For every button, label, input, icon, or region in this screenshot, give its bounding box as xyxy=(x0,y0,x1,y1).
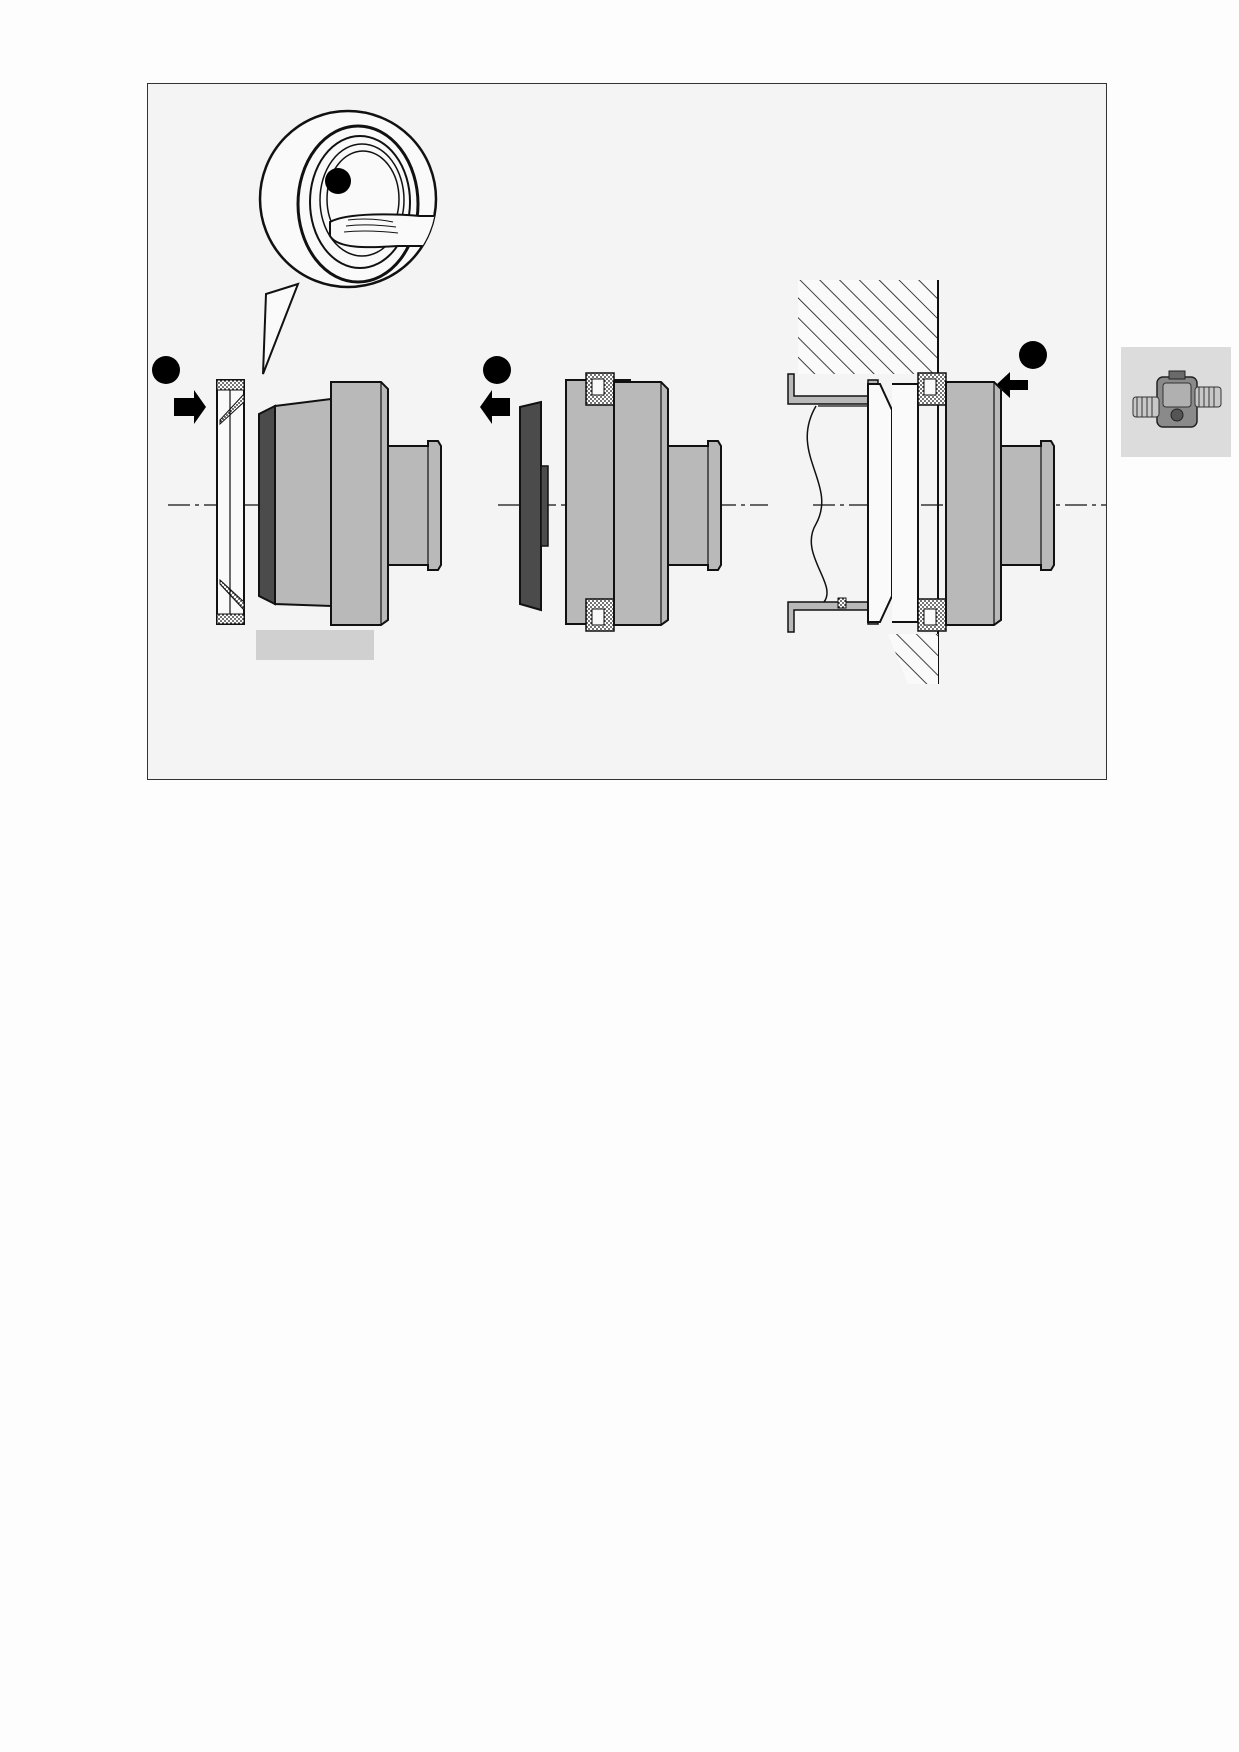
step1-bullet xyxy=(152,356,180,384)
zoom-callout-bullet xyxy=(325,168,351,194)
dark-ring xyxy=(258,404,276,606)
hub-shaft xyxy=(667,440,722,571)
seal-ring xyxy=(216,379,245,625)
hub-flange xyxy=(945,381,1002,626)
hub-flange xyxy=(330,381,389,626)
step1-assembly xyxy=(152,356,442,660)
zoom-callout xyxy=(258,109,438,375)
arrow-left-icon xyxy=(480,390,510,424)
step3-assembly xyxy=(787,280,1055,684)
step2-assembly xyxy=(480,356,722,632)
hub-shaft xyxy=(387,440,442,571)
sleeve xyxy=(867,383,893,623)
arrow-left-icon xyxy=(996,372,1028,398)
protective-cap xyxy=(519,400,542,612)
housing-bottom xyxy=(888,634,938,684)
hub-shaft xyxy=(1000,440,1055,571)
section-tab[interactable] xyxy=(1121,347,1231,457)
step2-bullet xyxy=(483,356,511,384)
housing-top xyxy=(798,280,938,374)
seal-installation-diagram xyxy=(147,83,1107,780)
hub-flange xyxy=(613,381,669,626)
label-placeholder xyxy=(256,630,374,660)
arrow-right-icon xyxy=(174,390,206,424)
boxer-engine-icon xyxy=(1132,370,1222,428)
step3-bullet xyxy=(1019,341,1047,369)
hub-body xyxy=(274,397,332,608)
